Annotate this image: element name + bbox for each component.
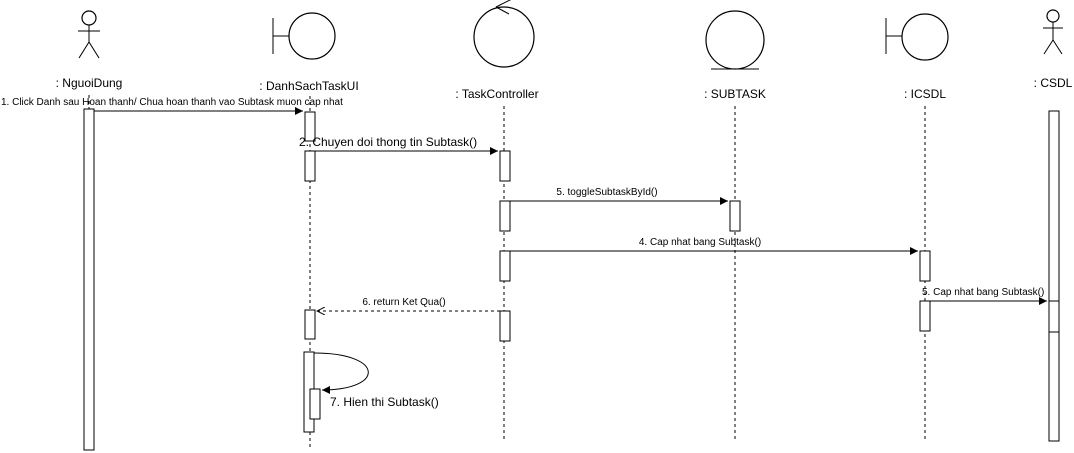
activation-ui-3 [304,309,316,340]
activation-controller-4 [499,310,511,342]
control-taskcontroller-icon [473,0,535,68]
message-3-label: 5. toggleSubtaskById() [556,187,657,198]
activation-controller-3 [499,250,511,282]
activation-csdl [1048,110,1060,442]
message-6-label: 6. return Ket Qua() [362,297,445,308]
activation-controller-2 [499,200,511,232]
actor-nguoidung-icon [78,10,100,59]
activation-subtask [729,200,741,232]
activation-icsdl-2 [919,300,931,332]
participant-subtask-label: : SUBTASK [704,87,766,101]
participant-ui-label: : DanhSachTaskUI [259,79,358,93]
message-7-arrow [313,352,369,394]
message-1-label: 1. Click Danh sau Hoan thanh/ Chua hoan … [1,97,343,108]
boundary-icsdl-icon [885,13,949,61]
entity-subtask-icon [705,10,765,70]
activation-ui-2 [304,150,316,182]
participant-nguoidung-label: : NguoiDung [56,76,123,90]
boundary-ui-icon [272,12,336,60]
participant-icsdl-label: : ICSDL [904,87,946,101]
participant-controller-label: : TaskController [455,87,538,101]
participant-csdl-label: : CSDL [1034,76,1073,90]
activation-icsdl-1 [919,250,931,282]
activation-nguoidung [83,108,95,451]
message-4-label: 4. Cap nhat bang Subtask() [639,237,761,248]
message-2-label: 2. Chuyen doi thong tin Subtask() [299,135,477,149]
activation-ui-self [309,388,321,420]
message-5-label: 5. Cap nhat bang Subtask() [922,287,1044,298]
actor-csdl-icon [1043,9,1063,55]
activation-controller-1 [499,150,511,182]
message-7-label: 7. Hien thi Subtask() [330,395,439,409]
activation-ui-1 [304,111,316,142]
